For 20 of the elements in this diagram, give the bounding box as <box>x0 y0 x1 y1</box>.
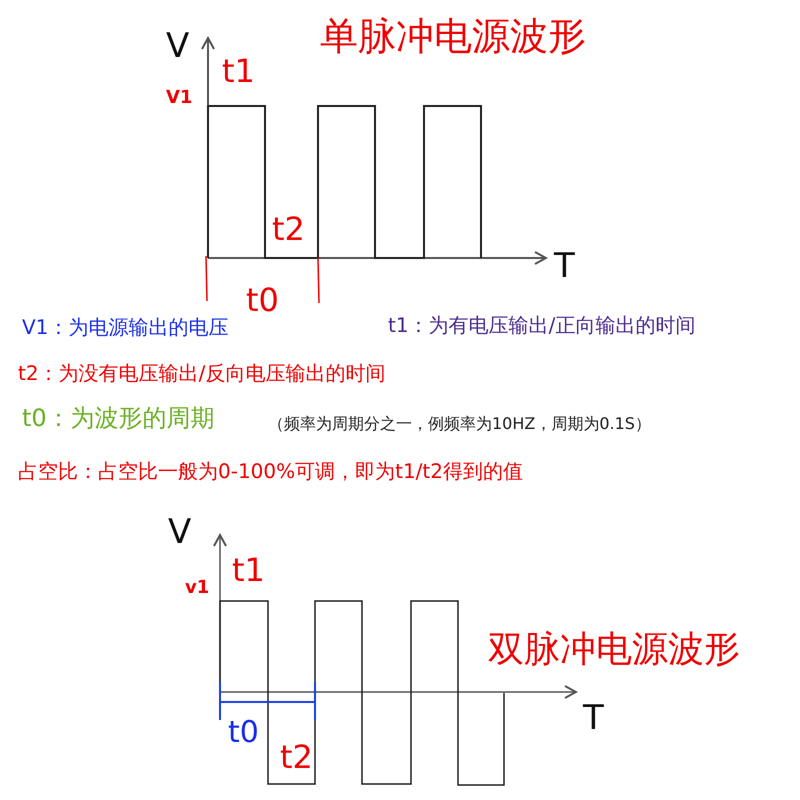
time-label: t1 <box>232 553 265 588</box>
note-text: t1：为有电压输出/正向输出的时间 <box>388 314 696 336</box>
note-text: （频率为周期分之一，例频率为10HZ，周期为0.1S） <box>268 415 651 433</box>
time-label: t0 <box>228 716 259 749</box>
time-label: t2 <box>272 212 305 248</box>
axis-label: T <box>583 700 604 738</box>
axis-label: T <box>554 248 575 286</box>
value-label: V1 <box>166 88 192 108</box>
note-text: t2：为没有电压输出/反向电压输出的时间 <box>18 362 386 384</box>
axis-label: V <box>168 514 192 552</box>
time-label: t0 <box>246 283 279 318</box>
note-text: t0：为波形的周期 <box>22 405 215 432</box>
value-label: v1 <box>185 578 210 598</box>
axis-label: V <box>166 28 190 66</box>
note-text: 占空比：占空比一般为0-100%可调，即为t1/t2得到的值 <box>18 460 523 482</box>
chart-title: 双脉冲电源波形 <box>488 630 740 670</box>
note-text: V1：为电源输出的电压 <box>22 316 228 338</box>
time-label: t2 <box>280 740 313 776</box>
time-label: t1 <box>222 54 255 90</box>
chart-title: 单脉冲电源波形 <box>320 16 586 58</box>
